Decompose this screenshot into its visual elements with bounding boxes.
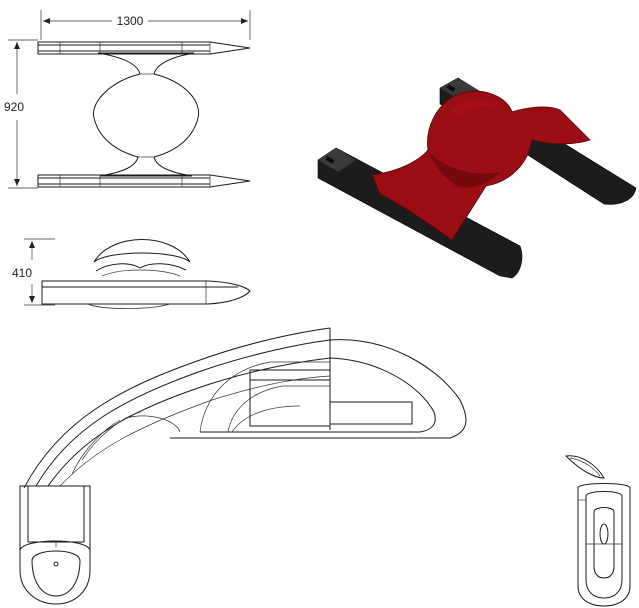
height-label: 920	[4, 100, 24, 114]
width-label: 1300	[117, 14, 144, 28]
large-side-outline	[19, 327, 467, 605]
isometric-render	[317, 77, 637, 279]
top-view: 1300 920	[4, 10, 251, 189]
top-hull-lower	[37, 174, 251, 188]
top-hull-upper	[37, 41, 251, 55]
side-height-dimension: 410	[12, 238, 55, 306]
small-end-view	[564, 455, 631, 607]
front-end-view	[19, 485, 91, 605]
side-body-arch	[93, 239, 191, 263]
render-body	[371, 90, 591, 241]
side-hull	[41, 280, 251, 305]
side-view: 410	[12, 238, 251, 309]
width-dimension: 1300	[40, 10, 251, 40]
height-dimension: 920	[4, 39, 38, 189]
top-body-outline	[92, 52, 200, 177]
side-height-label: 410	[12, 266, 32, 280]
